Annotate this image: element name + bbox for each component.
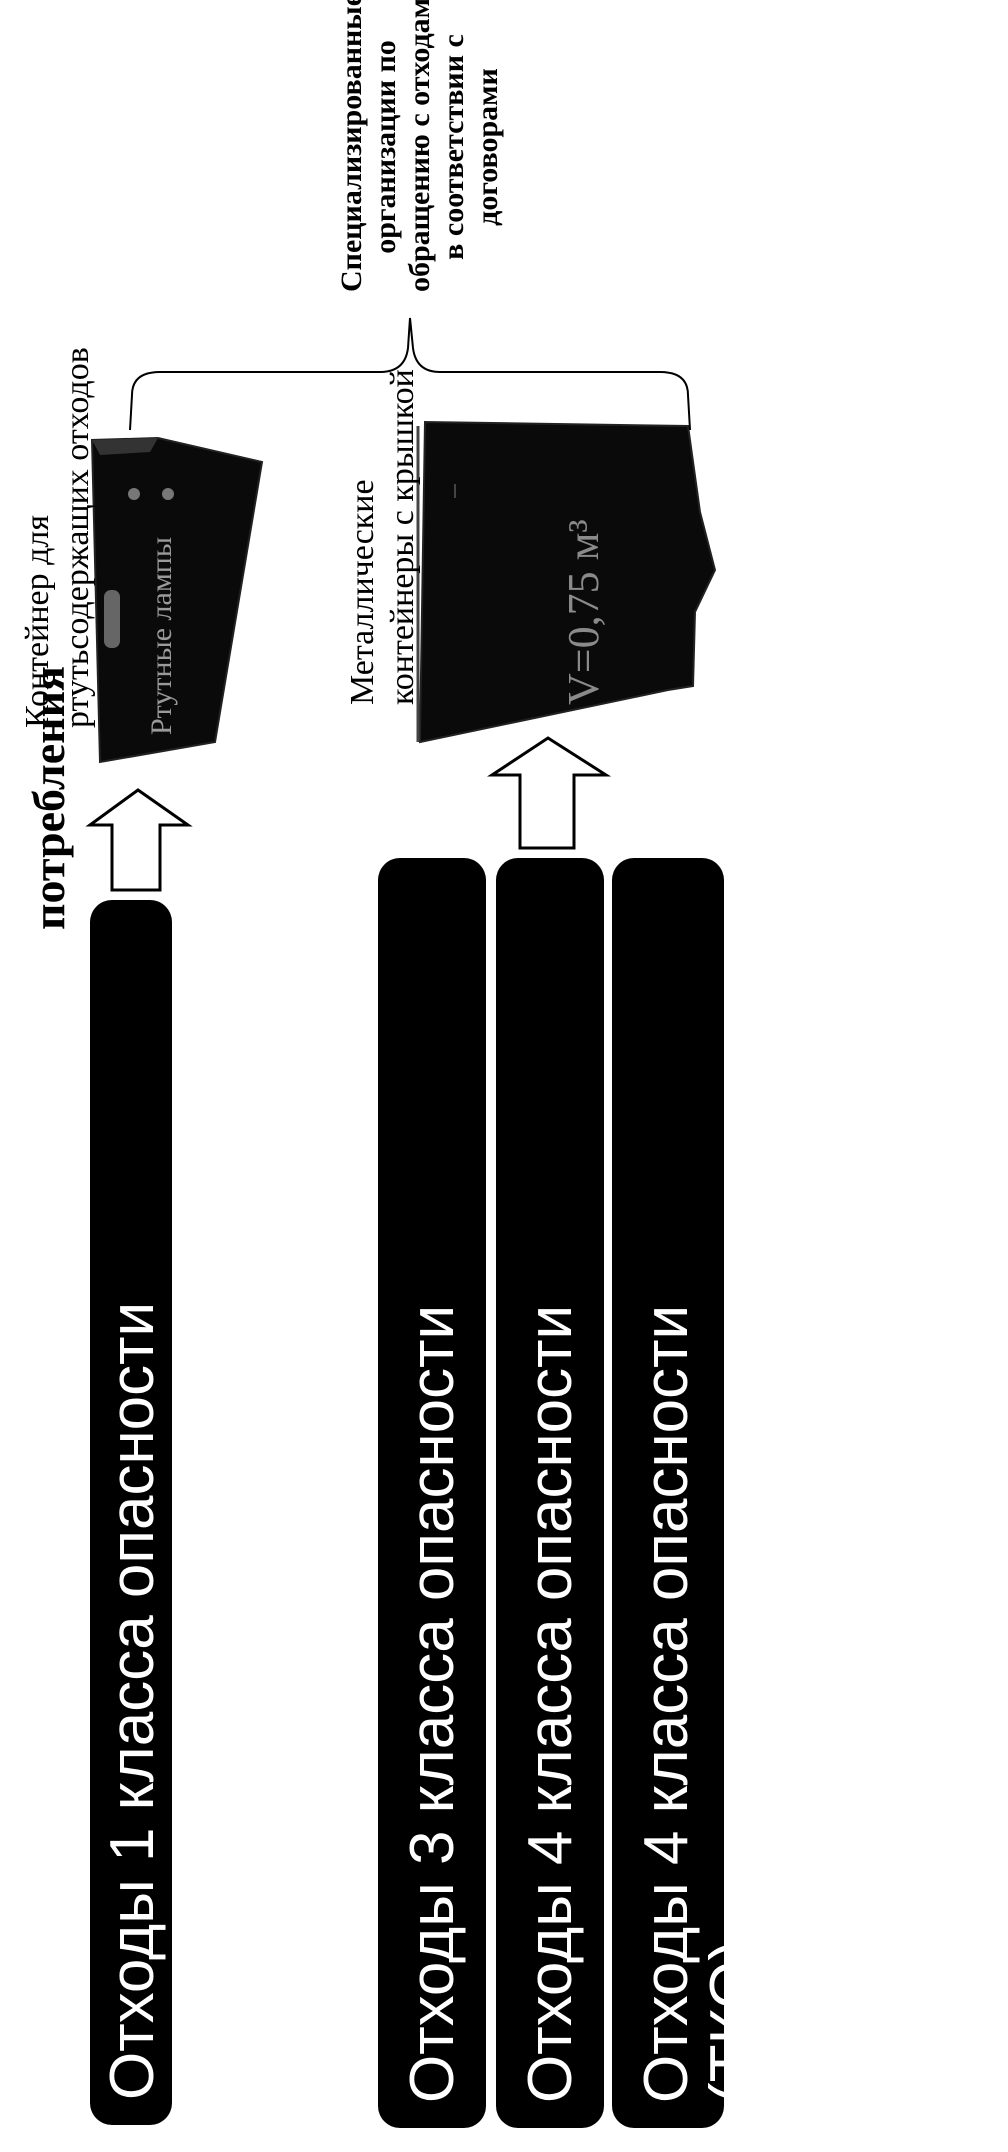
mercury-container-image — [90, 436, 264, 764]
waste-class-4-box: Отходы 4 класса опасности — [496, 858, 604, 2128]
waste-class-4-tko-box: Отходы 4 класса опасности (ТКО) — [612, 858, 724, 2128]
destination-label: Специализированные организации по обраще… — [335, 0, 504, 292]
group-brace — [129, 317, 691, 431]
waste-class-3-box: Отходы 3 класса опасности — [378, 858, 486, 2128]
metal-container-image — [416, 420, 717, 744]
arrow-up-class3-4 — [487, 736, 612, 850]
mercury-container-label: Контейнер для ртутьсодержащих отходов — [19, 347, 96, 728]
waste-class-1-box: Отходы 1 класса опасности — [90, 900, 172, 2125]
mercury-container-stamp: Ртутные лампы — [145, 536, 178, 735]
metal-container-volume: V=0,75 м³ — [559, 519, 608, 705]
metal-container-label: Металлические контейнеры с крышкой — [344, 369, 421, 705]
arrow-up-class1 — [85, 788, 193, 892]
